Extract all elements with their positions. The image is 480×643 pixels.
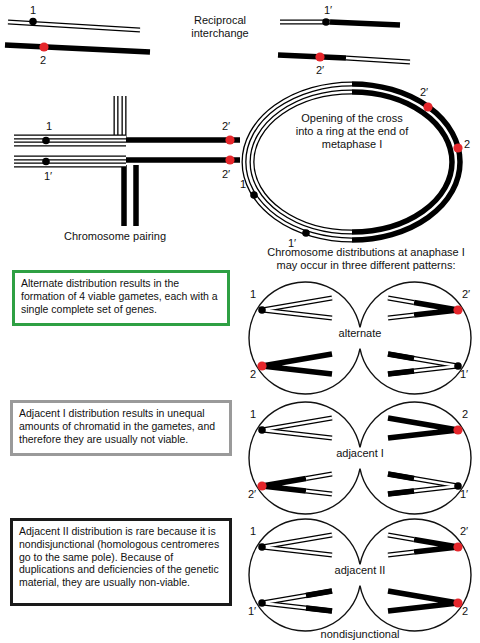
chromosome-2: [5, 42, 150, 52]
callout-number: 1′: [44, 170, 52, 183]
quadrivalent-ring: [352, 84, 460, 240]
cell-outline: [249, 402, 471, 514]
callout-number: 1′: [460, 368, 468, 381]
callout-number: 1: [30, 4, 36, 17]
pairing-cross: [14, 137, 126, 165]
pairing-cross: [14, 96, 240, 226]
quadrivalent-ring: [453, 143, 462, 152]
quadrivalent-ring: [244, 84, 352, 240]
callout-number: 2′: [222, 120, 230, 133]
callout-number: 1: [250, 288, 256, 301]
quadrivalent-ring: [423, 102, 432, 111]
pairing-cross: [126, 140, 240, 160]
chromosome-1: [8, 18, 140, 30]
callout-number: 2: [40, 54, 46, 67]
annotation-text: Chromosome distributions at anaphase I m…: [258, 246, 474, 272]
callout-number: 2: [250, 368, 256, 381]
pairing-cross: [116, 96, 124, 137]
translocated-chromosome-2: [315, 52, 324, 61]
chromosome-2: [5, 45, 150, 52]
callout-number: 2: [464, 138, 470, 151]
pairing-cross: [225, 155, 234, 164]
translocated-chromosome-2: [346, 58, 410, 62]
pairing-cross: [116, 96, 124, 137]
callout-number: 2′: [248, 488, 256, 501]
callout-number: 1: [46, 120, 52, 133]
translocated-chromosome-1: [330, 22, 400, 25]
callout-number: 2′: [420, 86, 428, 99]
annotation-text: nondisjunctional: [300, 628, 420, 641]
pairing-cross: [42, 137, 50, 145]
caption-text: Chromosome pairing: [50, 230, 180, 243]
quadrivalent-ring: [244, 84, 463, 240]
box-text: Adjacent II distribution is rare because…: [19, 525, 223, 589]
callout-number: 1′: [324, 4, 332, 17]
pattern-name: adjacent II: [249, 564, 471, 576]
callout-number: 2′: [462, 288, 470, 301]
quadrivalent-ring: [244, 84, 352, 240]
quadrivalent-ring: [302, 229, 310, 237]
callout-number: 1′: [248, 605, 256, 618]
annotation-text: Opening of the cross into a ring at the …: [292, 112, 412, 152]
callout-number: 2′: [460, 525, 468, 538]
translocated-chromosome-2: [278, 55, 346, 58]
cell-outline: [249, 282, 471, 394]
chromosome-1: [8, 22, 140, 30]
translocated-chromosome-2: [278, 52, 410, 62]
pairing-cross: [124, 165, 136, 226]
callout-number: 1: [240, 178, 246, 191]
pattern-name: alternate: [249, 327, 471, 339]
outcome-box: Adjacent I distribution results in unequ…: [10, 400, 232, 456]
callout-number: 2′: [222, 168, 230, 181]
callout-number: 2′: [316, 64, 324, 77]
box-text: Adjacent I distribution results in unequ…: [19, 407, 223, 445]
callout-number: 1: [250, 525, 256, 538]
outcome-box: Alternate distribution results in the fo…: [12, 270, 230, 326]
pairing-cross: [42, 158, 50, 166]
callout-number: 2: [462, 605, 468, 618]
translocated-chromosome-1: [322, 18, 330, 26]
chromosome-2: [39, 42, 48, 51]
quadrivalent-ring: [250, 191, 258, 199]
pattern-name: adjacent I: [249, 447, 471, 459]
dividing-cell: adjacent I: [249, 402, 471, 514]
dividing-cell: alternate: [249, 282, 471, 394]
box-text: Alternate distribution results in the fo…: [21, 277, 221, 315]
callout-number: 2: [462, 408, 468, 421]
callout-number: 1′: [460, 488, 468, 501]
translocated-chromosome-1: [280, 18, 400, 26]
outcome-box: Adjacent II distribution is rare because…: [10, 518, 232, 606]
annotation-text: Reciprocal interchange: [178, 14, 262, 40]
callout-number: 1: [250, 408, 256, 421]
chromosome-1: [8, 22, 140, 30]
pairing-cross: [14, 137, 126, 165]
chromosome-1: [29, 18, 37, 26]
translocated-chromosome-2: [346, 58, 410, 62]
dividing-cell: adjacent II: [249, 519, 471, 631]
cell-outline: [249, 519, 471, 631]
pairing-cross: [225, 135, 234, 144]
